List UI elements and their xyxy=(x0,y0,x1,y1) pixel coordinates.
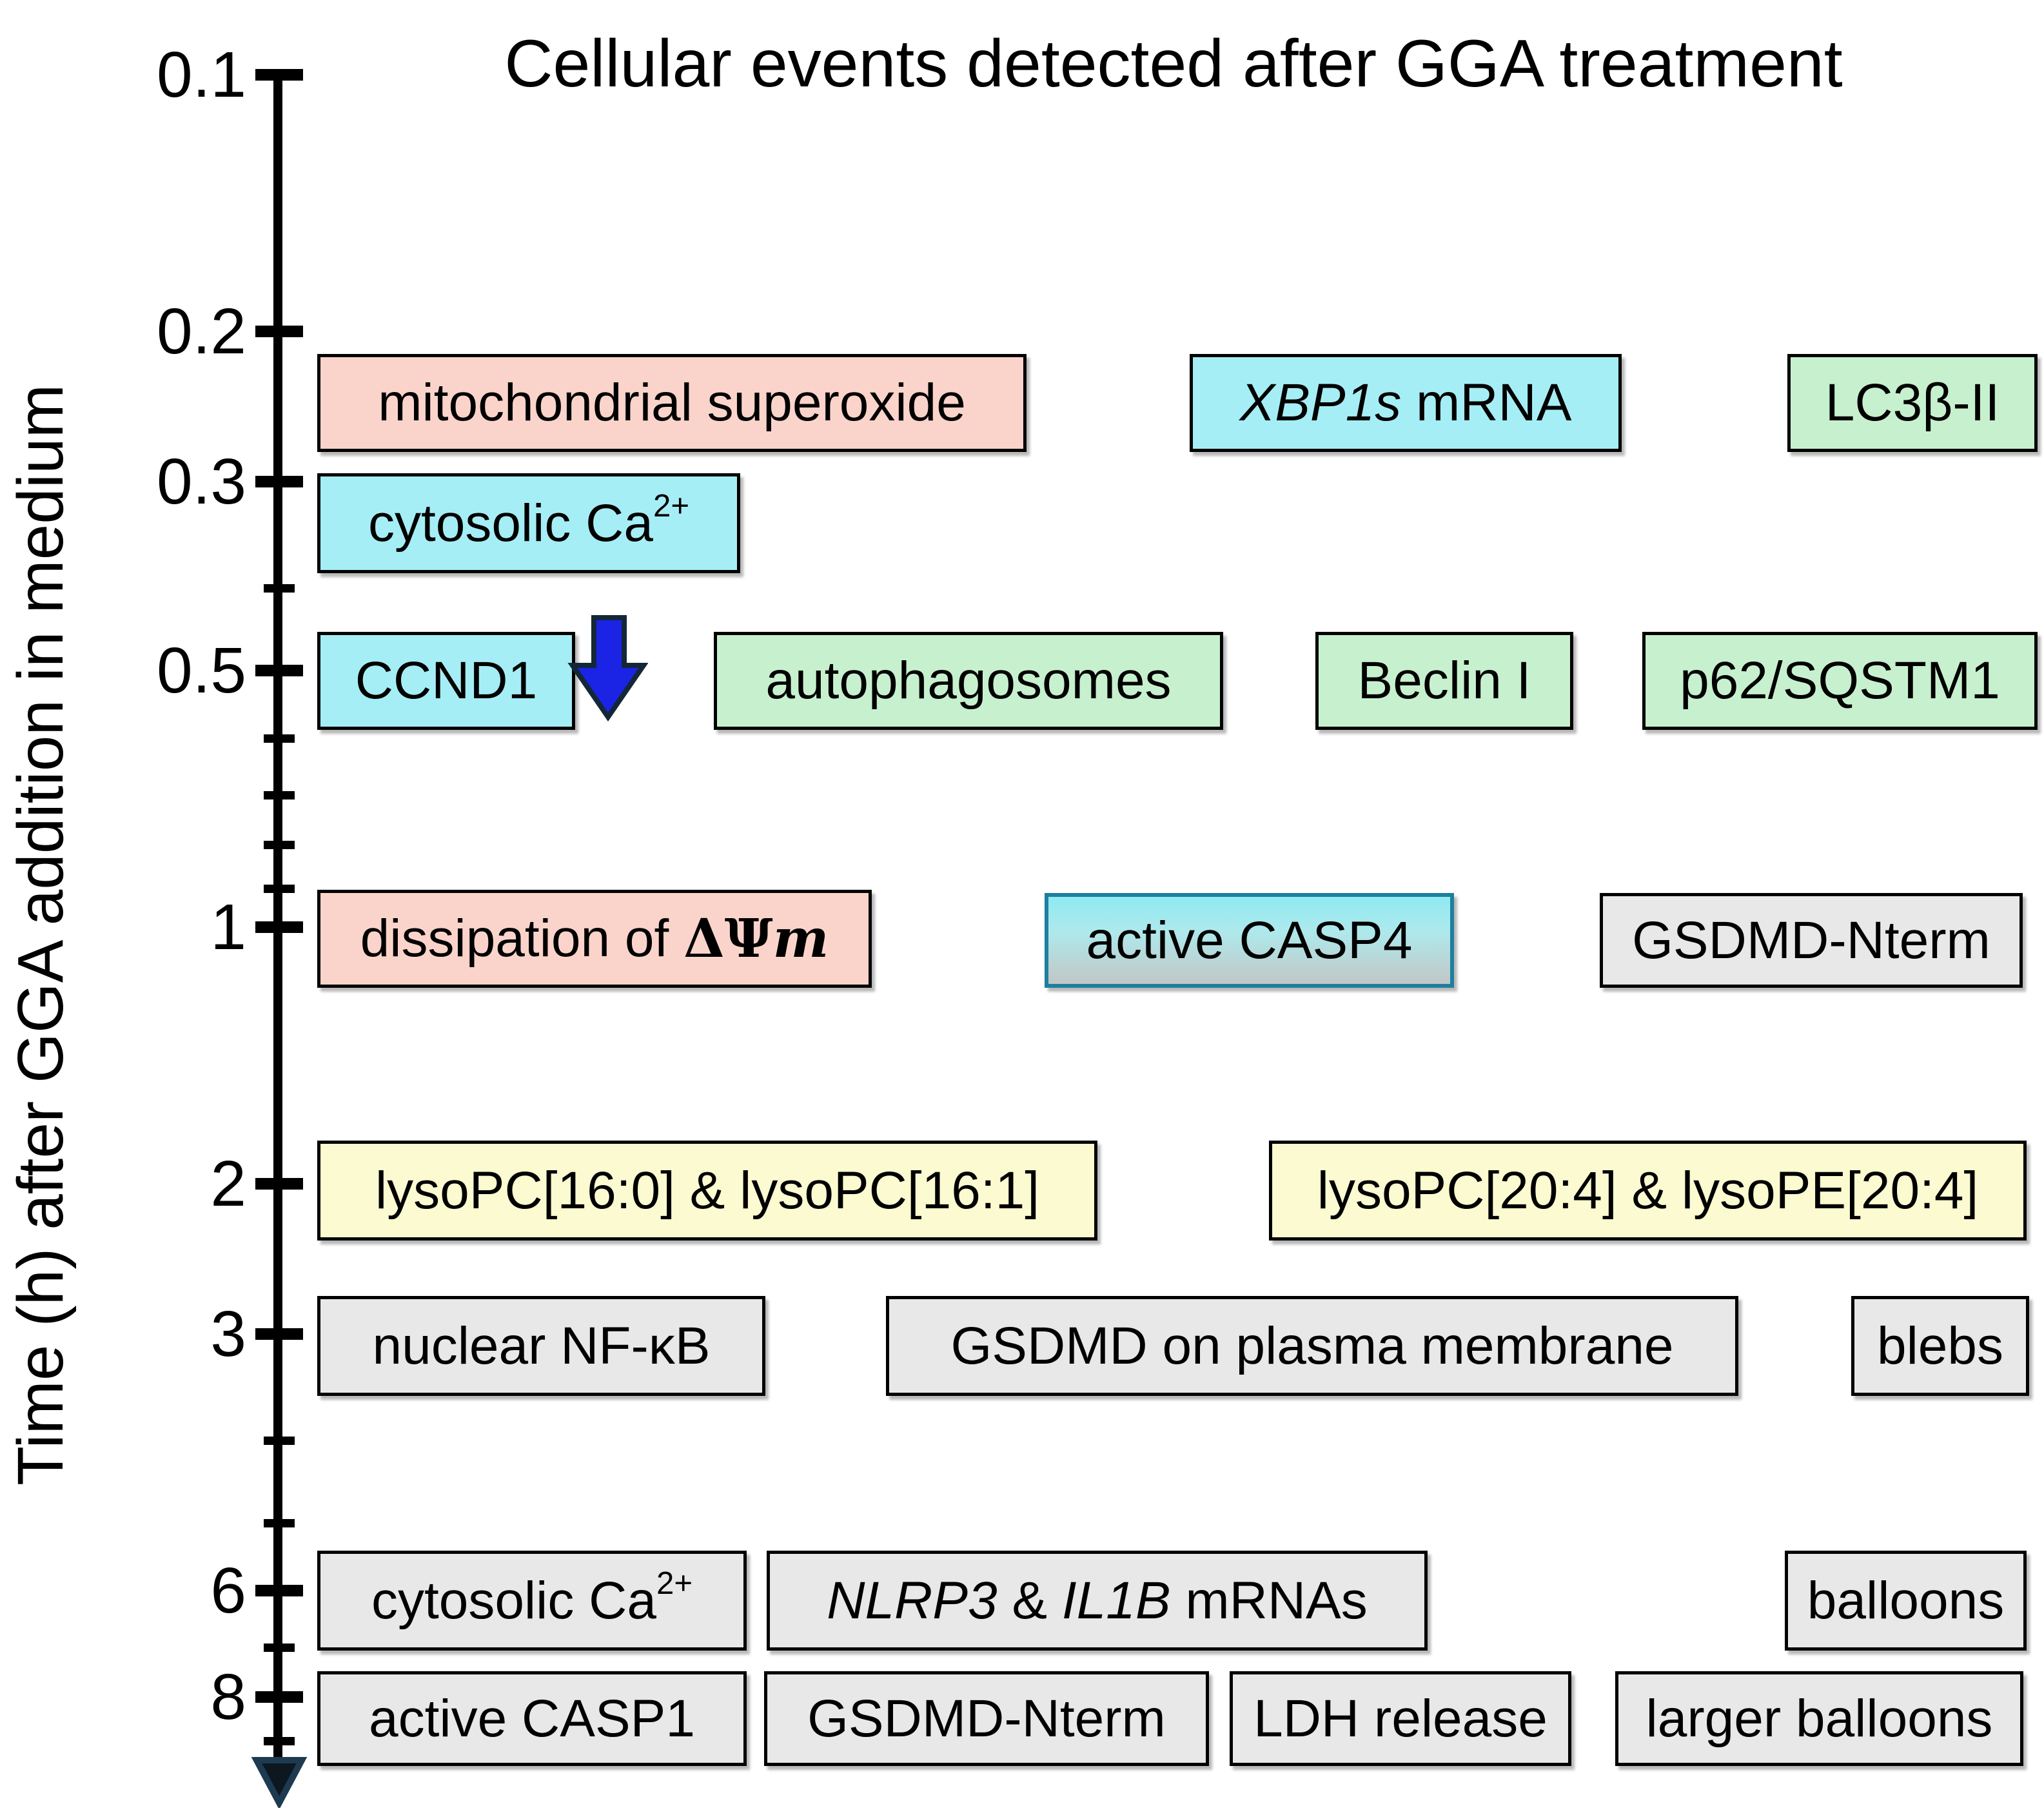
event-mitochondrial-superoxide: mitochondrial superoxide xyxy=(317,354,1027,452)
event-dissipation-mito-potential-text: dissipation of xyxy=(360,909,684,968)
event-nlrp3-il1b-mrnas-text: & xyxy=(997,1571,1062,1630)
event-cytosolic-ca-late-text: cytosolic Ca xyxy=(371,1571,656,1630)
axis-tick-1 xyxy=(255,921,303,933)
event-xbp1s-mrna-text: mRNA xyxy=(1401,373,1572,432)
event-blebs-text: blebs xyxy=(1876,1316,2004,1375)
event-gsdmd-nterm-8h-text: GSDMD-Nterm xyxy=(807,1689,1166,1748)
event-gsdmd-plasma-membrane: GSDMD on plasma membrane xyxy=(886,1296,1738,1396)
axis-tick-0.9 xyxy=(264,884,295,893)
axis-tick-0.2 xyxy=(255,325,303,337)
axis-tick-5 xyxy=(264,1519,295,1528)
event-balloons: balloons xyxy=(1785,1551,2027,1651)
event-gsdmd-nterm-1h-text: GSDMD-Nterm xyxy=(1632,910,1990,970)
event-nlrp3-il1b-mrnas-text: NLRP3 xyxy=(827,1571,997,1630)
event-larger-balloons-text: larger balloons xyxy=(1646,1689,1993,1748)
axis-tick-7 xyxy=(264,1643,295,1653)
event-lysopc-16-text: lysoPC[16:0] & lysoPC[16:1] xyxy=(375,1161,1040,1220)
event-mitochondrial-superoxide-text: mitochondrial superoxide xyxy=(378,373,966,432)
event-autophagosomes-text: autophagosomes xyxy=(765,651,1172,710)
event-dissipation-mito-potential-text: ΔΨ xyxy=(683,908,773,970)
event-ccnd1-decrease-text: CCND1 xyxy=(355,651,538,710)
axis-tick-label-6: 6 xyxy=(210,1554,246,1627)
event-xbp1s-mrna: XBP1s mRNA xyxy=(1190,354,1622,452)
event-gsdmd-nterm-8h: GSDMD-Nterm xyxy=(764,1671,1209,1766)
axis-tick-label-3: 3 xyxy=(210,1297,246,1370)
axis-tick-4 xyxy=(264,1436,295,1445)
event-ldh-release-text: LDH release xyxy=(1253,1689,1548,1748)
axis-tick-label-0.5: 0.5 xyxy=(156,634,246,707)
event-active-casp1: active CASP1 xyxy=(317,1671,747,1766)
axis-tick-0.3 xyxy=(255,475,303,487)
axis-tick-label-1: 1 xyxy=(210,891,246,963)
axis-tick-8 xyxy=(255,1691,303,1703)
event-lc3b-ii-text: LC3β-II xyxy=(1825,373,2000,432)
event-ldh-release: LDH release xyxy=(1230,1671,1571,1766)
event-dissipation-mito-potential-text: m xyxy=(772,908,829,970)
event-p62-sqstm1: p62/SQSTM1 xyxy=(1642,632,2038,730)
time-axis-line xyxy=(273,70,282,1772)
event-nuclear-nfkb: nuclear NF-κB xyxy=(317,1296,765,1396)
event-cytosolic-ca-late-text: 2+ xyxy=(656,1565,693,1601)
event-beclin-i: Beclin I xyxy=(1315,632,1573,730)
axis-tick-6 xyxy=(255,1584,303,1596)
axis-tick-0.7 xyxy=(264,791,295,800)
event-cytosolic-ca-early-text: cytosolic Ca xyxy=(368,493,653,553)
event-nlrp3-il1b-mrnas: NLRP3 & IL1B mRNAs xyxy=(767,1551,1428,1651)
page-title: Cellular events detected after GGA treat… xyxy=(504,26,1843,101)
axis-tick-label-0.2: 0.2 xyxy=(156,295,246,368)
axis-tick-9 xyxy=(264,1736,295,1745)
event-active-casp4: active CASP4 xyxy=(1045,893,1454,988)
axis-arrowhead-icon xyxy=(251,1757,307,1808)
axis-tick-label-0.1: 0.1 xyxy=(156,39,246,111)
axis-tick-3 xyxy=(255,1328,303,1340)
event-balloons-text: balloons xyxy=(1807,1571,2005,1630)
event-gsdmd-nterm-1h: GSDMD-Nterm xyxy=(1600,893,2023,988)
event-lysopc-lysope-20-text: lysoPC[20:4] & lysoPE[20:4] xyxy=(1317,1161,1979,1220)
event-ccnd1-decrease: CCND1 xyxy=(317,632,575,730)
event-xbp1s-mrna-text: XBP1s xyxy=(1239,373,1402,432)
axis-tick-2 xyxy=(255,1177,303,1190)
axis-tick-0.8 xyxy=(264,840,295,849)
axis-tick-label-0.3: 0.3 xyxy=(156,445,246,518)
event-lysopc-16: lysoPC[16:0] & lysoPC[16:1] xyxy=(317,1141,1097,1241)
event-p62-sqstm1-text: p62/SQSTM1 xyxy=(1680,651,2000,710)
event-nlrp3-il1b-mrnas-text: IL1B xyxy=(1061,1571,1171,1630)
event-lc3b-ii: LC3β-II xyxy=(1787,354,2038,452)
event-active-casp4-text: active CASP4 xyxy=(1086,910,1413,970)
axis-tick-0.5 xyxy=(255,665,303,677)
event-autophagosomes: autophagosomes xyxy=(714,632,1223,730)
down-arrow-icon xyxy=(567,615,648,722)
event-cytosolic-ca-early-text: 2+ xyxy=(653,487,690,524)
axis-tick-0.1 xyxy=(255,69,303,81)
event-gsdmd-plasma-membrane-text: GSDMD on plasma membrane xyxy=(950,1316,1674,1375)
axis-tick-0.4 xyxy=(264,584,295,593)
event-nuclear-nfkb-text: nuclear NF-κB xyxy=(372,1316,711,1375)
axis-tick-label-8: 8 xyxy=(210,1660,246,1733)
event-active-casp1-text: active CASP1 xyxy=(369,1689,695,1748)
axis-tick-0.6 xyxy=(264,734,295,743)
event-lysopc-lysope-20: lysoPC[20:4] & lysoPE[20:4] xyxy=(1269,1141,2027,1241)
event-beclin-i-text: Beclin I xyxy=(1357,651,1531,710)
axis-tick-label-2: 2 xyxy=(210,1147,246,1220)
event-nlrp3-il1b-mrnas-text: mRNAs xyxy=(1170,1571,1368,1630)
event-blebs: blebs xyxy=(1851,1296,2029,1396)
event-larger-balloons: larger balloons xyxy=(1615,1671,2023,1766)
